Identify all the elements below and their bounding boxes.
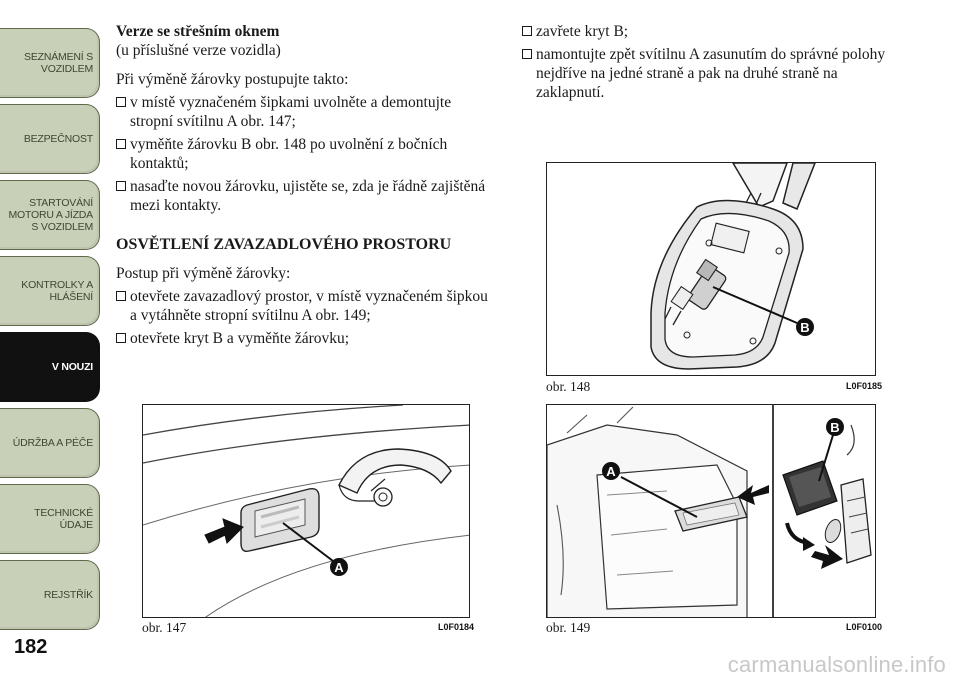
step-item: otevřete zavazadlový prostor, v místě vy… [116, 287, 496, 325]
step-text: v místě vyznačeném šipkami uvolněte a de… [130, 94, 452, 130]
checkbox-icon [116, 97, 126, 107]
callout-b: B [800, 320, 809, 335]
roof-lamp-illustration: A [143, 405, 469, 617]
section-subheading: (u příslušné verze vozidla) [116, 42, 281, 59]
intro-text: Při výměně žárovky postupujte takto: [116, 71, 349, 88]
tab-label: V NOUZI [51, 361, 93, 373]
step-text: otevřete zavazadlový prostor, v místě vy… [130, 288, 488, 324]
tab-bezpecnost[interactable]: BEZPEČNOST [0, 104, 100, 174]
figure-149-luggage-lamp: A B [546, 404, 876, 618]
step-item: zavřete kryt B; [522, 22, 902, 41]
tab-seznameni-s-vozidlem[interactable]: SEZNÁMENÍ S VOZIDLEM [0, 28, 100, 98]
left-column: Verze se střešním oknem (u příslušné ver… [116, 22, 496, 352]
luggage-lamp-illustration: A B [547, 405, 872, 617]
figure-caption: obr. 147 [142, 620, 187, 635]
figure-caption: obr. 149 [546, 620, 591, 635]
tab-label: ÚDRŽBA A PÉČE [12, 437, 93, 449]
step-text: namontujte zpět svítilnu A zasunutím do … [536, 46, 886, 101]
checkbox-icon [116, 181, 126, 191]
step-item: nasaďte novou žárovku, ujistěte se, zda … [116, 177, 496, 215]
tab-startovani-motoru[interactable]: STARTOVÁNÍ MOTORU A JÍZDA S VOZIDLEM [0, 180, 100, 250]
checkbox-icon [116, 291, 126, 301]
roof-lamp-open-illustration: B [650, 163, 816, 370]
watermark: carmanualsonline.info [727, 652, 946, 677]
tab-label: KONTROLKY A HLÁŠENÍ [21, 279, 93, 303]
step-item: vyměňte žárovku B obr. 148 po uvolnění z… [116, 135, 496, 173]
checkbox-icon [522, 49, 532, 59]
tab-label: BEZPEČNOST [23, 133, 93, 145]
tab-udrzba-a-pece[interactable]: ÚDRŽBA A PÉČE [0, 408, 100, 478]
tab-kontrolky-a-hlaseni[interactable]: KONTROLKY A HLÁŠENÍ [0, 256, 100, 326]
tab-label: SEZNÁMENÍ S VOZIDLEM [24, 51, 93, 75]
figure-code: L0F0185 [846, 381, 883, 391]
callout-a: A [334, 560, 344, 575]
step-text: otevřete kryt B a vyměňte žárovku; [130, 330, 350, 347]
step-text: nasaďte novou žárovku, ujistěte se, zda … [130, 178, 486, 214]
tab-rejstrik[interactable]: REJSTŘÍK [0, 560, 100, 630]
step-item: namontujte zpět svítilnu A zasunutím do … [522, 45, 902, 102]
section-intro: Postup při výměně žárovky: [116, 265, 291, 282]
section-title: OSVĚTLENÍ ZAVAZADLOVÉHO PROSTORU [116, 236, 452, 253]
figure-147-roof-lamp: A [142, 404, 470, 618]
step-item: otevřete kryt B a vyměňte žárovku; [116, 329, 496, 348]
step-text: vyměňte žárovku B obr. 148 po uvolnění z… [130, 136, 448, 172]
step-item: v místě vyznačeném šipkami uvolněte a de… [116, 93, 496, 131]
figure-148-bulb-replacement: B [546, 162, 876, 376]
section-heading: Verze se střešním oknem [116, 23, 280, 40]
checkbox-icon [116, 333, 126, 343]
figure-code: L0F0100 [846, 622, 883, 632]
checkbox-icon [522, 26, 532, 36]
checkbox-icon [116, 139, 126, 149]
figure-caption: obr. 148 [546, 379, 591, 394]
callout-b: B [830, 420, 839, 435]
tab-label: REJSTŘÍK [43, 589, 93, 601]
tab-v-nouzi[interactable]: V NOUZI [0, 332, 100, 402]
right-column: zavřete kryt B; namontujte zpět svítilnu… [522, 22, 902, 106]
callout-a: A [606, 464, 616, 479]
step-text: zavřete kryt B; [536, 23, 629, 40]
page-number: 182 [14, 636, 48, 658]
figure-code: L0F0184 [438, 622, 475, 632]
tab-label: STARTOVÁNÍ MOTORU A JÍZDA S VOZIDLEM [8, 197, 93, 233]
tab-label: TECHNICKÉ ÚDAJE [34, 507, 93, 531]
tab-technicke-udaje[interactable]: TECHNICKÉ ÚDAJE [0, 484, 100, 554]
